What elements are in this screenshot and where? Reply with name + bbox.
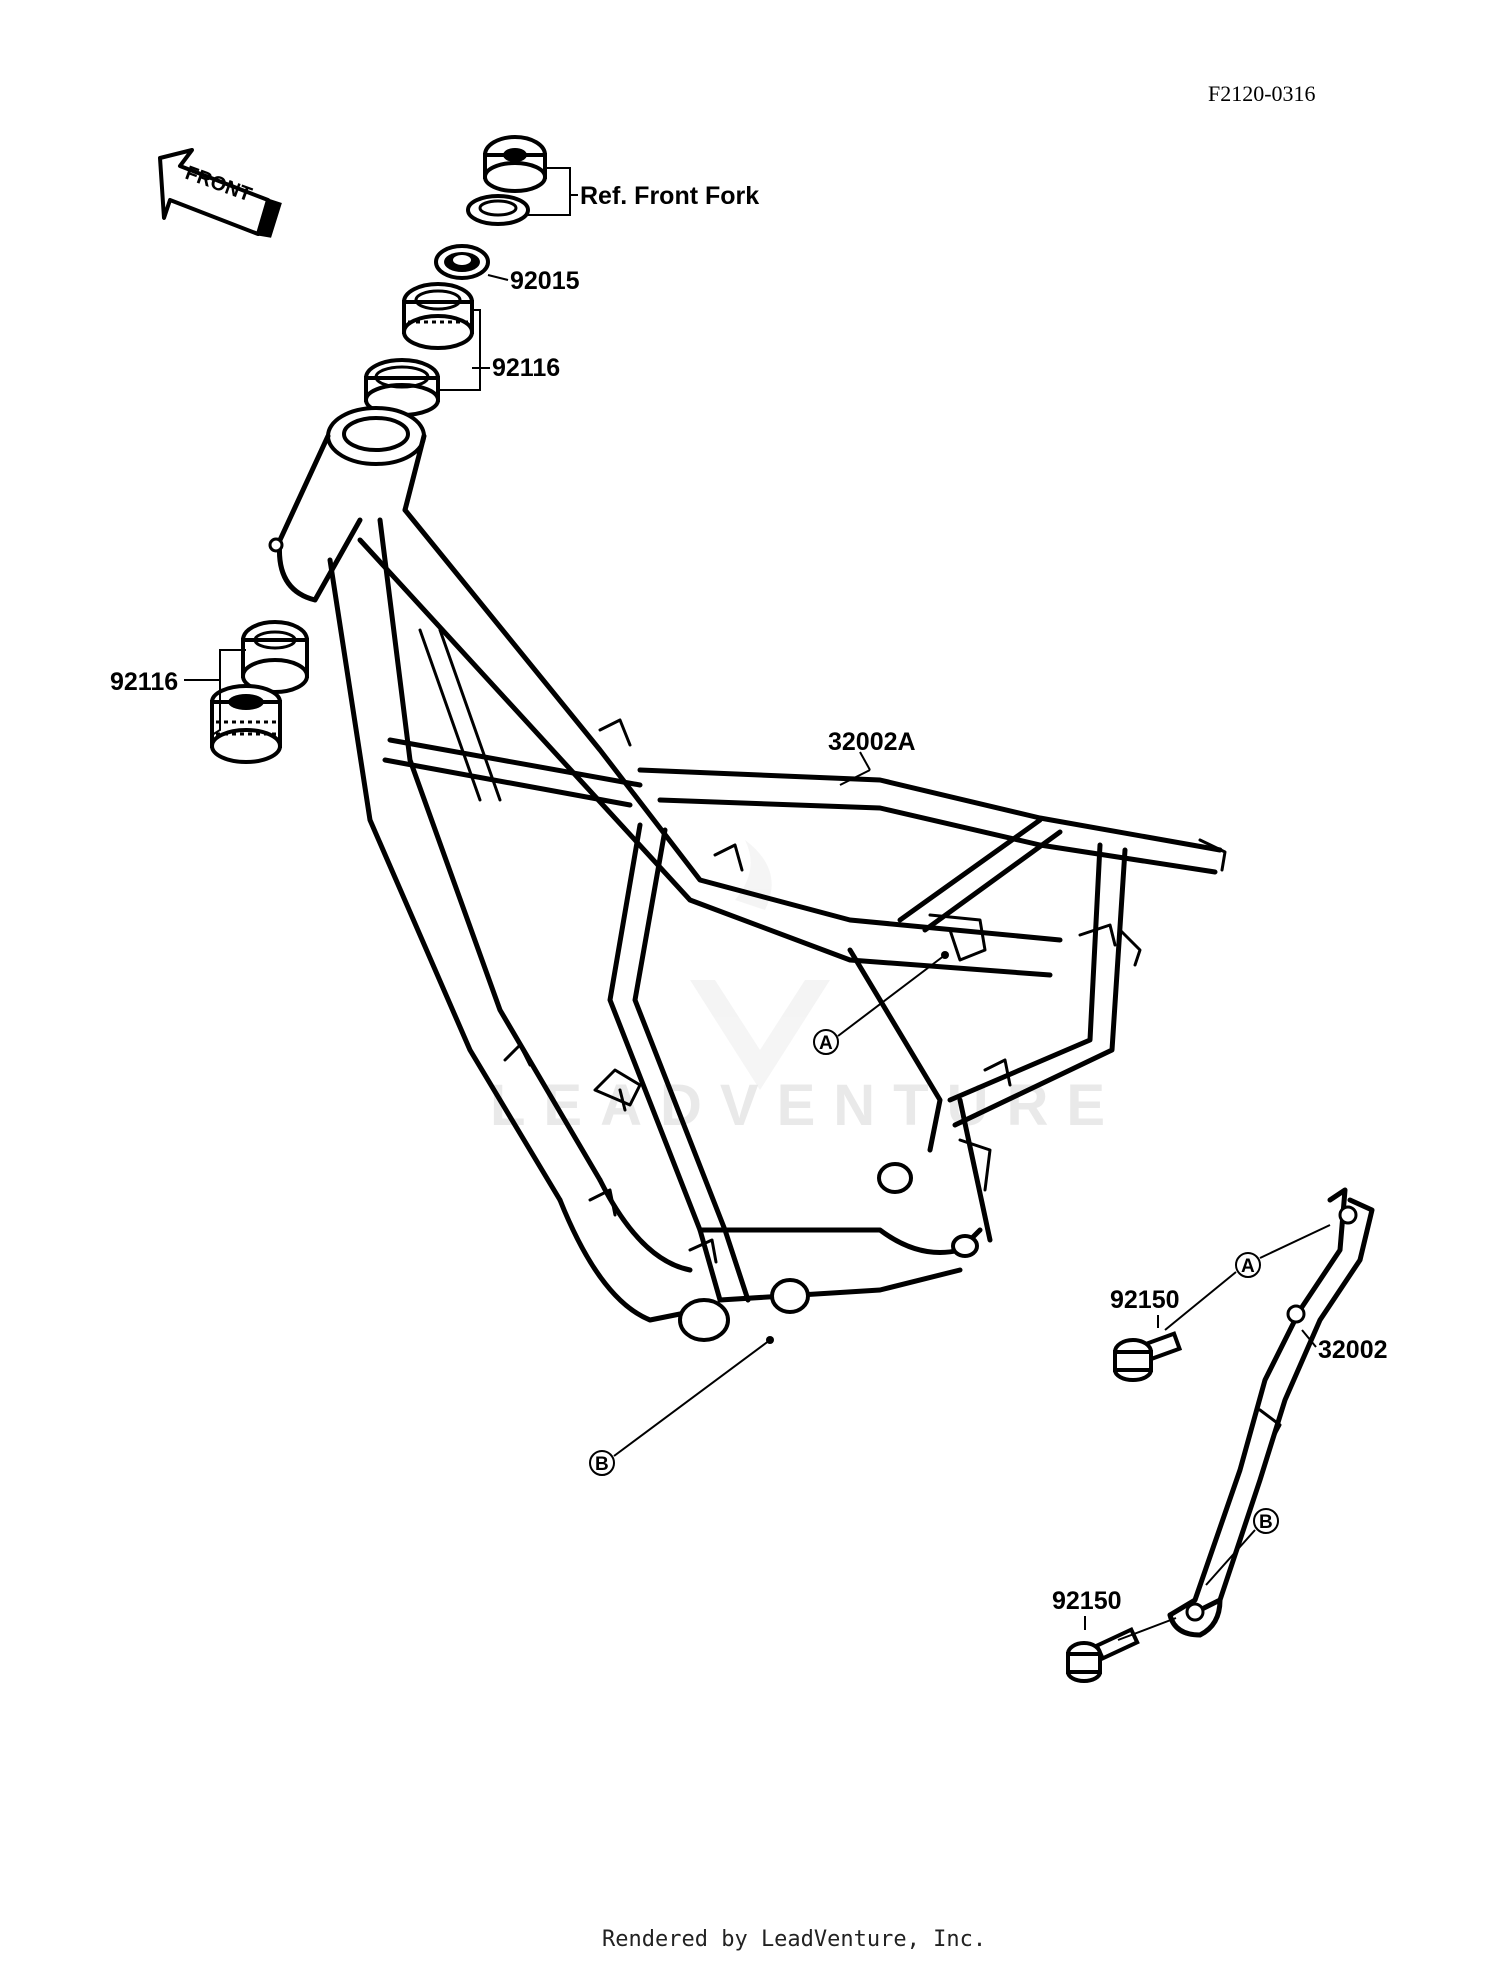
- seal-92015: [434, 244, 490, 280]
- callout-leaders: [184, 167, 1317, 1630]
- callout-92116-left: 92116: [110, 668, 178, 696]
- frame-marker-b: B: [589, 1336, 774, 1476]
- callout-92150-upper: 92150: [1110, 1286, 1180, 1314]
- bolt-92150-lower: [1066, 1626, 1140, 1683]
- watermark-logo: [690, 840, 830, 1090]
- rail-marker-b-label: B: [1259, 1512, 1273, 1533]
- watermark-text: LEADVENTURE: [490, 1073, 1123, 1138]
- rail-marker-a: A: [1164, 1224, 1331, 1331]
- callout-92015: 92015: [510, 267, 580, 295]
- rail-marker-a-label: A: [1241, 1256, 1255, 1277]
- main-frame-32002A: [268, 406, 1227, 1342]
- bearing-92116-upper: [402, 282, 474, 350]
- frame-marker-a: A: [813, 951, 949, 1055]
- callout-32002: 32002: [1318, 1336, 1388, 1364]
- callout-32002A: 32002A: [828, 728, 916, 756]
- race-92116-lower: [241, 620, 309, 694]
- race-92116-upper: [364, 358, 440, 417]
- callout-92150-lower: 92150: [1052, 1587, 1122, 1615]
- steering-stem-washer: [466, 194, 530, 226]
- rail-32002: [1167, 1187, 1375, 1638]
- callout-ref-front-fork: Ref. Front Fork: [580, 182, 759, 210]
- footer-credit: Rendered by LeadVenture, Inc.: [602, 1927, 986, 1952]
- bearing-92116-lower: [210, 684, 282, 764]
- callout-92116-top: 92116: [492, 354, 560, 382]
- bolt-92150-upper: [1113, 1331, 1183, 1382]
- steering-stem-nut: [483, 135, 547, 193]
- rail-marker-b: B: [1117, 1508, 1279, 1641]
- frame-marker-b-label: B: [595, 1454, 609, 1475]
- frame-marker-a-label: A: [819, 1033, 833, 1054]
- front-arrow-icon: FRONT: [158, 148, 282, 238]
- reference-code: F2120-0316: [1208, 81, 1316, 106]
